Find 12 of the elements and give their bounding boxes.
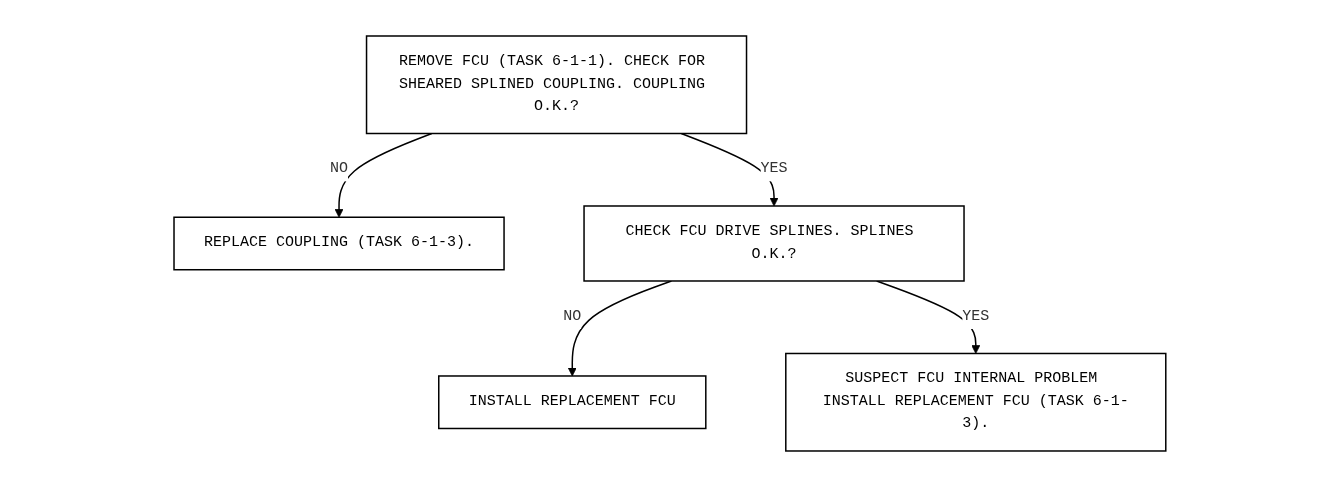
edge-label: NO — [329, 160, 348, 177]
node-box: INSTALL REPLACEMENT FCU — [437, 374, 707, 429]
arrow — [680, 132, 779, 206]
edge-label: NO — [562, 307, 581, 325]
arrow — [567, 279, 672, 376]
node-box: REMOVE FCU (TASK 6-1-1). CHECK FOR SHEARED SPLINED COUPLING. COUPLING O.K.? — [365, 34, 747, 134]
node-box: REPLACE COUPLING (TASK 6-1-3). — [172, 216, 505, 270]
node-box: SUSPECT FCU INTERNAL PROBLEM INSTALL REPLACEMENT FCU (TASK 6-1-3). — [784, 352, 1167, 452]
edge-label: YES — [961, 307, 989, 325]
edge-label: YES — [760, 160, 788, 177]
node-box: CHECK FCU DRIVE SPLINES. SPLINES O.K.? — [582, 204, 965, 282]
arrow — [334, 132, 433, 218]
